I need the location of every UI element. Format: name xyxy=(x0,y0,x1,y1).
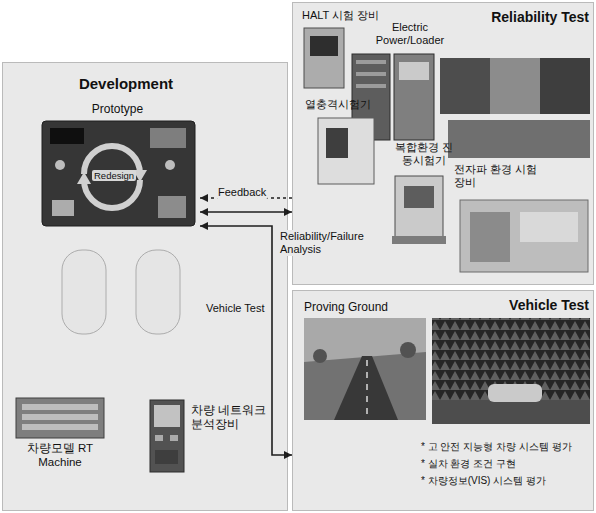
text-slot: Prototype xyxy=(65,102,170,116)
callout-label: Redesign xyxy=(92,170,136,181)
bullet-note: * 차량정보(VIS) 시스템 평가 xyxy=(421,475,546,487)
text-slot: Proving Ground xyxy=(304,300,422,314)
equipment-label: 차량 네트워크 분석장비 xyxy=(188,402,282,442)
equipment-label: 복합환경 진동시험기 xyxy=(388,140,463,172)
text-slot: 차량 네트워크 분석장비 xyxy=(191,404,279,432)
text-slot: Reliability/Failure Analysis xyxy=(278,230,382,257)
development-panel: DevelopmentPrototype 차량모델 RT Machine 차량 네트… xyxy=(2,62,288,511)
text-slot: Feedback xyxy=(216,182,268,200)
text-slot: 차량모델 RT Machine xyxy=(10,442,110,470)
text-slot: HALT 시험 장비 xyxy=(302,9,392,22)
panel-title: Vehicle Test xyxy=(453,297,589,314)
text-slot: Vehicle Test xyxy=(204,298,267,316)
text-slot: Vehicle Test xyxy=(453,297,589,314)
prototype-box: Prototype xyxy=(35,100,200,230)
text-slot: 복합환경 진동시험기 xyxy=(390,141,458,167)
node-label: Prototype xyxy=(65,102,170,116)
text-slot: * 차량정보(VIS) 시스템 평가 xyxy=(421,475,546,487)
text-slot: Electric Power/Loader xyxy=(372,21,448,47)
bullet-note: * 고 안전 지능형 차량 시스템 평가 xyxy=(421,441,572,453)
text-slot: * 실차 환경 조건 구현 xyxy=(421,458,516,470)
equipment-label: 열충격시험기 xyxy=(303,97,390,115)
text-slot: Development xyxy=(56,75,196,93)
node-label: 차량 네트워크 분석장비 xyxy=(191,404,279,432)
text-slot: 전자파 환경 시험장비 xyxy=(454,163,540,189)
panel-title: Development xyxy=(56,75,196,93)
connector-label: Feedback xyxy=(216,186,268,199)
vehicle-test-panel: Vehicle Test * 고 안전 지능형 차량 시스템 평가 * 실차 환경 … xyxy=(292,290,594,511)
node-label: 차량모델 RT Machine xyxy=(10,442,110,470)
photo-box: Proving Ground xyxy=(300,298,428,422)
connector-label: Vehicle Test xyxy=(204,302,267,315)
node-label: 열충격시험기 xyxy=(305,98,385,111)
panel-title: Reliability Test xyxy=(453,9,589,26)
node-label: Electric Power/Loader xyxy=(372,21,448,47)
node-label: 복합환경 진동시험기 xyxy=(390,141,458,167)
node-label: HALT 시험 장비 xyxy=(302,9,392,22)
equipment-label: 차량모델 RT Machine xyxy=(8,440,115,476)
text-slot: 열충격시험기 xyxy=(305,98,385,111)
equipment-label: HALT 시험 장비 xyxy=(300,8,397,26)
text-slot: Redesign xyxy=(92,170,136,181)
node-label: Proving Ground xyxy=(304,300,422,314)
text-slot: * 고 안전 지능형 차량 시스템 평가 xyxy=(421,441,572,453)
equipment-label: 전자파 환경 시험장비 xyxy=(452,162,545,194)
bullet-note: * 실차 환경 조건 구현 xyxy=(421,458,516,470)
node-label: 전자파 환경 시험장비 xyxy=(454,163,540,189)
equipment-label: Electric Power/Loader xyxy=(370,20,453,50)
text-slot: Reliability Test xyxy=(453,9,589,26)
connector-label: Reliability/Failure Analysis xyxy=(278,230,382,256)
